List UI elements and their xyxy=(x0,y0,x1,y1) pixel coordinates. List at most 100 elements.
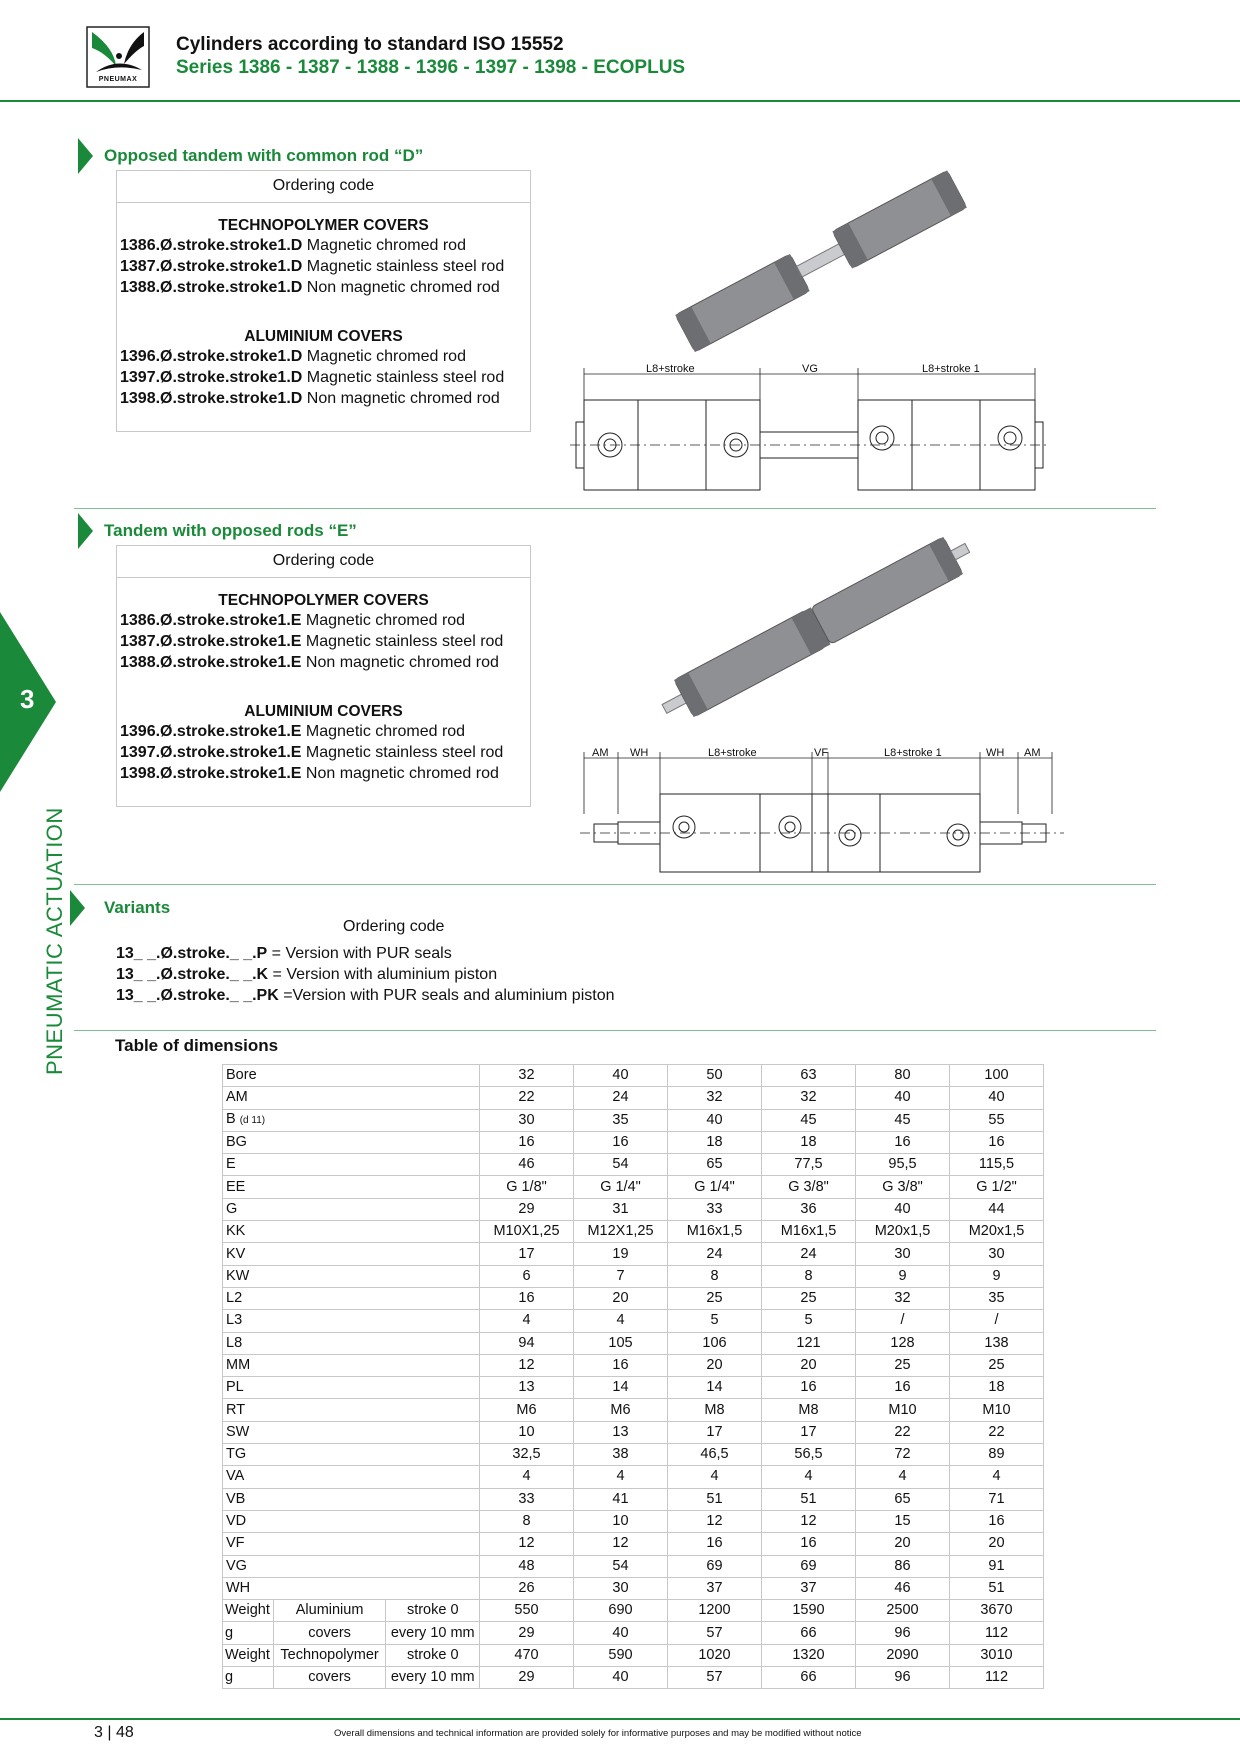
table-cell: 46,5 xyxy=(667,1443,762,1467)
table-cell: 112 xyxy=(949,1666,1044,1690)
table-cell: 32,5 xyxy=(479,1443,574,1467)
table-cell: 26 xyxy=(479,1576,574,1601)
weight-label: Technopolymer xyxy=(272,1643,387,1668)
table-cell: 105 xyxy=(573,1331,668,1355)
table-cell: 86 xyxy=(855,1554,950,1578)
table-cell: 18 xyxy=(761,1130,856,1155)
table-cell: G 1/8" xyxy=(479,1175,574,1199)
row-label: B (d 11) xyxy=(222,1108,480,1132)
row-label: PL xyxy=(222,1376,480,1400)
table-cell: 106 xyxy=(667,1331,762,1355)
table-cell: 46 xyxy=(479,1153,574,1177)
table-cell: / xyxy=(949,1309,1044,1333)
table-cell: 470 xyxy=(479,1643,574,1668)
table-cell: 13 xyxy=(573,1420,668,1445)
row-label: AM xyxy=(222,1086,480,1110)
section-divider xyxy=(74,884,1156,885)
chapter-tab: 3 xyxy=(0,612,56,792)
table-cell: 5 xyxy=(761,1309,856,1333)
row-label: BG xyxy=(222,1130,480,1155)
table-cell: 9 xyxy=(949,1264,1044,1288)
row-label: VA xyxy=(222,1465,480,1489)
table-cell: 10 xyxy=(479,1420,574,1445)
table-cell: M10 xyxy=(855,1398,950,1422)
ordering-line: 1388.Ø.stroke.stroke1.E Non magnetic chr… xyxy=(120,654,499,671)
page-number: 3 | 48 xyxy=(94,1724,134,1741)
table-cell: 590 xyxy=(573,1643,668,1668)
table-cell: 36 xyxy=(761,1197,856,1222)
variant-line: 13_ _.Ø.stroke._ _.PK =Version with PUR … xyxy=(116,987,615,1004)
table-cell: 29 xyxy=(479,1197,574,1222)
table-cell: 17 xyxy=(761,1420,856,1445)
table-cell: 16 xyxy=(573,1353,668,1378)
table-cell: 16 xyxy=(761,1376,856,1400)
variant-line: 13_ _.Ø.stroke._ _.K = Version with alum… xyxy=(116,966,498,983)
ordering-line: 1397.Ø.stroke.stroke1.E Magnetic stainle… xyxy=(120,744,504,761)
table-cell: 550 xyxy=(479,1599,574,1623)
weight-label: g xyxy=(222,1666,274,1690)
table-cell: 1020 xyxy=(667,1643,762,1668)
table-cell: 138 xyxy=(949,1331,1044,1355)
table-cell: 20 xyxy=(949,1532,1044,1556)
tandem-d-drawing: L8+stroke VG L8+stroke 1 xyxy=(570,363,1060,499)
table-cell: 40 xyxy=(573,1063,668,1088)
page-subtitle: Series 1386 - 1387 - 1388 - 1396 - 1397 … xyxy=(176,57,686,78)
table-cell: 30 xyxy=(573,1576,668,1601)
ordering-line: 1398.Ø.stroke.stroke1.E Non magnetic chr… xyxy=(120,765,499,782)
table-cell: 31 xyxy=(573,1197,668,1222)
table-cell: M12X1,25 xyxy=(573,1220,668,1244)
table-cell: 4 xyxy=(667,1465,762,1489)
table-cell: 1200 xyxy=(667,1599,762,1623)
section-e-title: Tandem with opposed rods “E” xyxy=(104,521,357,540)
table-cell: 12 xyxy=(667,1509,762,1534)
table-cell: 24 xyxy=(667,1242,762,1266)
table-cell: 14 xyxy=(573,1376,668,1400)
ordering-code-heading: Ordering code xyxy=(117,546,530,578)
table-cell: 17 xyxy=(479,1242,574,1266)
table-cell: 40 xyxy=(667,1108,762,1132)
table-cell: 16 xyxy=(667,1532,762,1556)
table-cell: 29 xyxy=(479,1666,574,1690)
table-cell: 45 xyxy=(855,1108,950,1132)
weight-label: g xyxy=(222,1621,274,1645)
table-cell: 16 xyxy=(949,1509,1044,1534)
table-cell: 57 xyxy=(667,1621,762,1645)
weight-label: stroke 0 xyxy=(385,1643,480,1668)
table-cell: M6 xyxy=(479,1398,574,1422)
weight-label: Weight xyxy=(222,1643,274,1668)
table-cell: 72 xyxy=(855,1443,950,1467)
table-cell: 9 xyxy=(855,1264,950,1288)
table-cell: 14 xyxy=(667,1376,762,1400)
ordering-line: 1388.Ø.stroke.stroke1.D Non magnetic chr… xyxy=(120,279,500,296)
table-cell: 24 xyxy=(573,1086,668,1110)
table-cell: 4 xyxy=(855,1465,950,1489)
row-label: G xyxy=(222,1197,480,1222)
table-cell: 16 xyxy=(855,1130,950,1155)
row-label: RT xyxy=(222,1398,480,1422)
table-cell: 40 xyxy=(573,1666,668,1690)
row-label: SW xyxy=(222,1420,480,1445)
table-cell: 16 xyxy=(573,1130,668,1155)
table-cell: 35 xyxy=(573,1108,668,1132)
table-cell: 40 xyxy=(573,1621,668,1645)
table-cell: 50 xyxy=(667,1063,762,1088)
aluminium-covers-title: ALUMINIUM COVERS xyxy=(244,328,403,345)
table-cell: 100 xyxy=(949,1063,1044,1088)
table-cell: 22 xyxy=(855,1420,950,1445)
table-cell: 16 xyxy=(479,1286,574,1311)
variant-line: 13_ _.Ø.stroke._ _.P = Version with PUR … xyxy=(116,945,452,962)
table-cell: 12 xyxy=(761,1509,856,1534)
ordering-line: 1398.Ø.stroke.stroke1.D Non magnetic chr… xyxy=(120,390,500,407)
table-cell: 17 xyxy=(667,1420,762,1445)
